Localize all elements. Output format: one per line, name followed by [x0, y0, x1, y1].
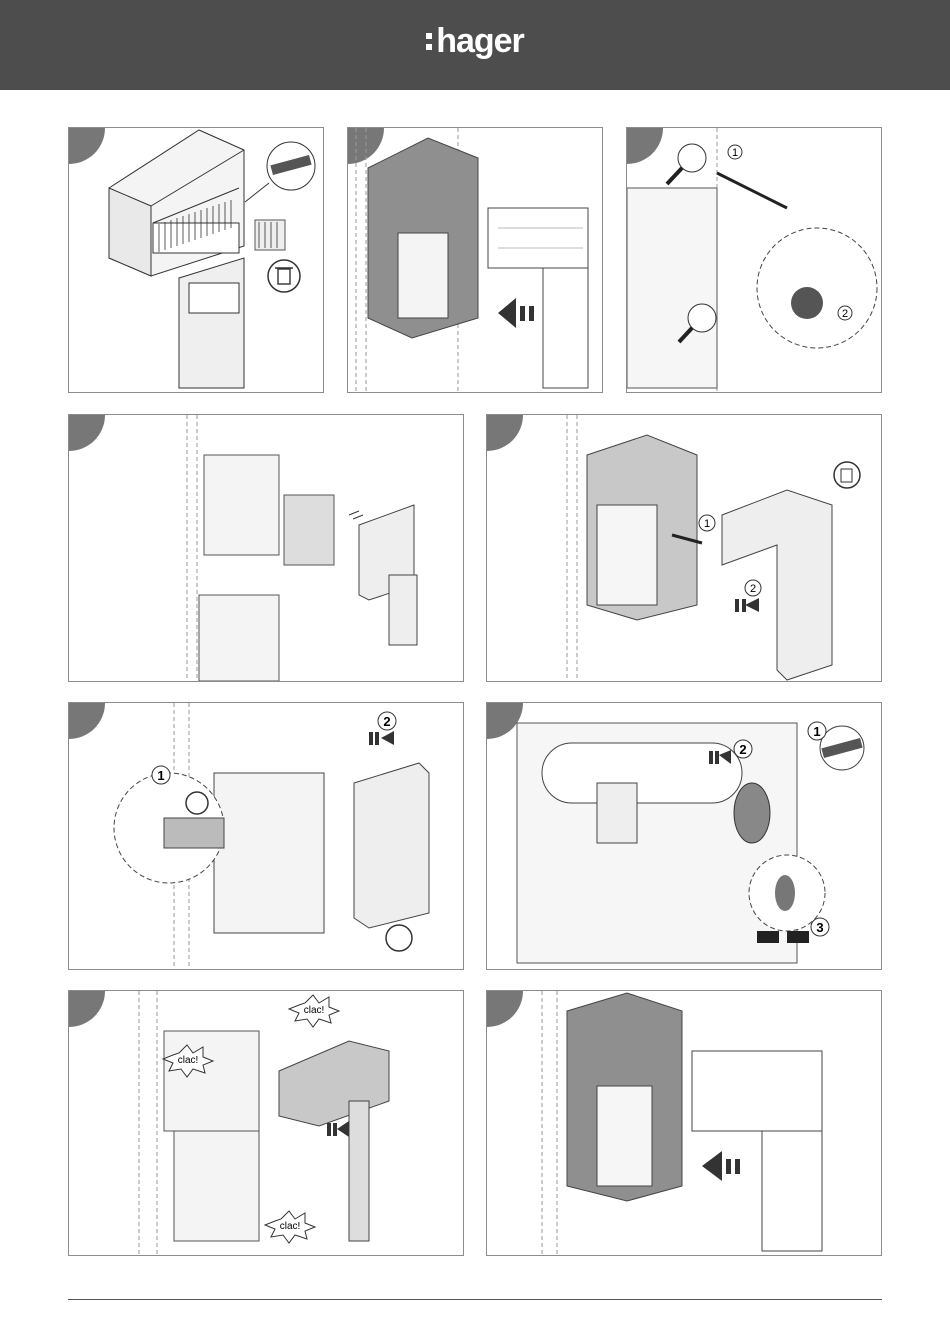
footer-rule — [68, 1299, 882, 1300]
header-bar: hager — [0, 0, 950, 90]
marker-1: 1 — [732, 147, 738, 159]
marker-1: 1 — [157, 768, 164, 783]
step-6-panel: 1 2 — [68, 702, 464, 970]
step-2-panel — [347, 127, 603, 393]
step-2-illustration — [348, 128, 603, 393]
step-corner-tab — [69, 128, 105, 164]
step-3-panel: 1 2 — [626, 127, 882, 393]
marker-2: 2 — [383, 714, 390, 729]
step-3-illustration: 1 2 — [627, 128, 882, 393]
clac-callout-1: clac! — [304, 1005, 325, 1016]
marker-3: 3 — [816, 920, 823, 935]
step-4-panel — [68, 414, 464, 682]
step-7-illustration: 1 2 3 — [487, 703, 882, 970]
marker-2: 2 — [739, 742, 746, 757]
clac-callout-2: clac! — [178, 1055, 199, 1066]
step-5-illustration: 1 2 — [487, 415, 882, 682]
step-7-panel: 1 2 3 — [486, 702, 882, 970]
step-1-panel — [68, 127, 324, 393]
step-9-illustration — [487, 991, 882, 1256]
step-8-illustration: clac! clac! clac! — [69, 991, 464, 1256]
step-1-illustration — [69, 128, 324, 393]
step-5-panel: 1 2 — [486, 414, 882, 682]
brand-logo: hager — [0, 22, 950, 61]
step-8-panel: clac! clac! clac! — [68, 990, 464, 1256]
step-9-panel — [486, 990, 882, 1256]
marker-1: 1 — [704, 518, 710, 530]
step-4-illustration — [69, 415, 464, 682]
step-6-illustration: 1 2 — [69, 703, 464, 970]
marker-1: 1 — [813, 724, 820, 739]
marker-2: 2 — [750, 583, 756, 595]
clac-callout-3: clac! — [280, 1221, 301, 1232]
marker-2: 2 — [842, 308, 848, 320]
logo-dots-icon — [426, 28, 432, 55]
brand-name: hager — [436, 22, 524, 60]
